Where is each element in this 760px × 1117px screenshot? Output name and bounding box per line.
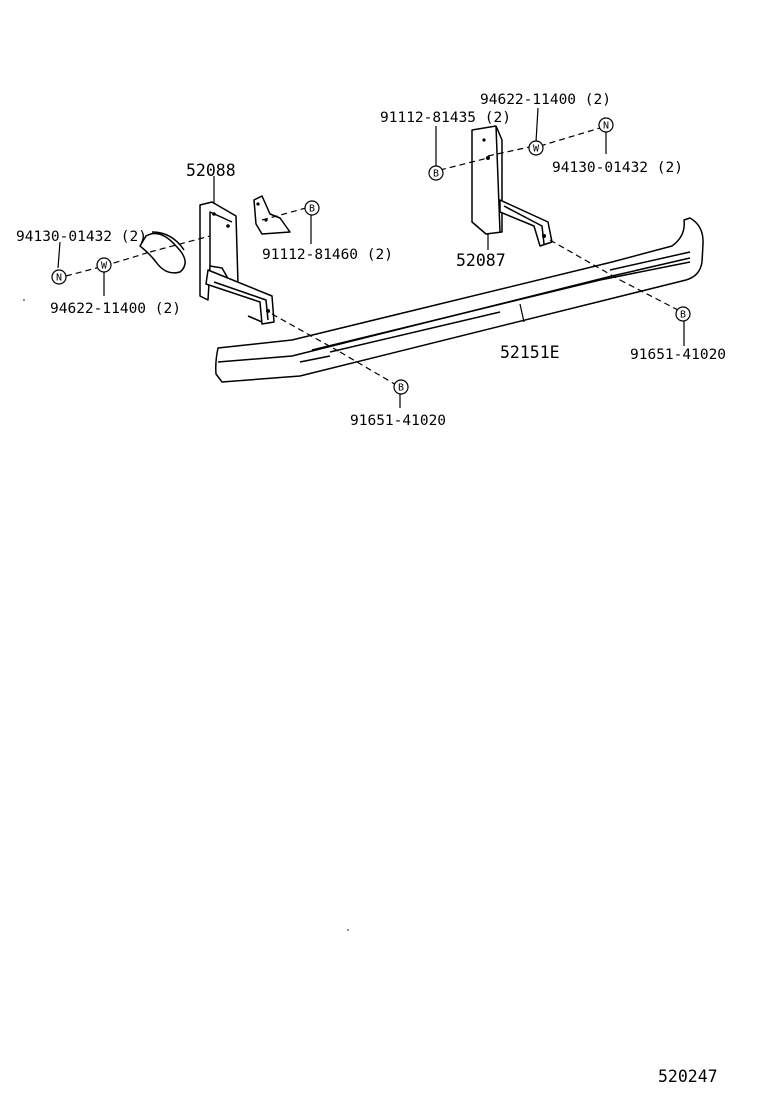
diagram-code: 520247 — [658, 1067, 718, 1086]
bolt-symbol: B — [304, 200, 320, 216]
label-washer-left: 94622-11400 (2) — [50, 301, 181, 317]
svg-text:B: B — [398, 383, 404, 394]
hook-left — [139, 231, 186, 274]
bracket-plate-left — [253, 195, 291, 235]
label-bumper: 52151E — [500, 343, 560, 362]
svg-text:B: B — [680, 310, 686, 321]
washer-symbol: W — [528, 140, 544, 156]
label-bolt-bottom-left: 91651-41020 — [350, 413, 446, 429]
nut-symbol: N — [598, 117, 614, 133]
label-bolt-bottom-right: 91651-41020 — [630, 347, 726, 363]
label-nut-right: 94130-01432 (2) — [552, 160, 683, 176]
label-nut-left: 94130-01432 (2) — [16, 229, 147, 245]
bumper-bar — [215, 217, 704, 383]
bolt-symbol: B — [675, 306, 691, 322]
svg-text:B: B — [309, 204, 315, 215]
svg-text:W: W — [101, 261, 108, 272]
svg-text:W: W — [533, 144, 540, 155]
label-washer-right: 94622-11400 (2) — [480, 92, 611, 108]
nut-symbol: N — [51, 269, 67, 285]
bracket-right — [471, 125, 553, 247]
label-bolt-left: 91112-81460 (2) — [262, 247, 393, 263]
label-bracket-left: 52088 — [186, 161, 236, 180]
bolt-symbol: B — [428, 165, 444, 181]
svg-text:B: B — [433, 169, 439, 180]
bolt-symbol: B — [393, 379, 409, 395]
svg-text:N: N — [603, 121, 609, 132]
bracket-left — [199, 201, 275, 325]
svg-text:N: N — [56, 273, 62, 284]
label-bracket-right: 52087 — [456, 251, 506, 270]
washer-symbol: W — [96, 257, 112, 273]
label-bolt-right: 91112-81435 (2) — [380, 110, 511, 126]
